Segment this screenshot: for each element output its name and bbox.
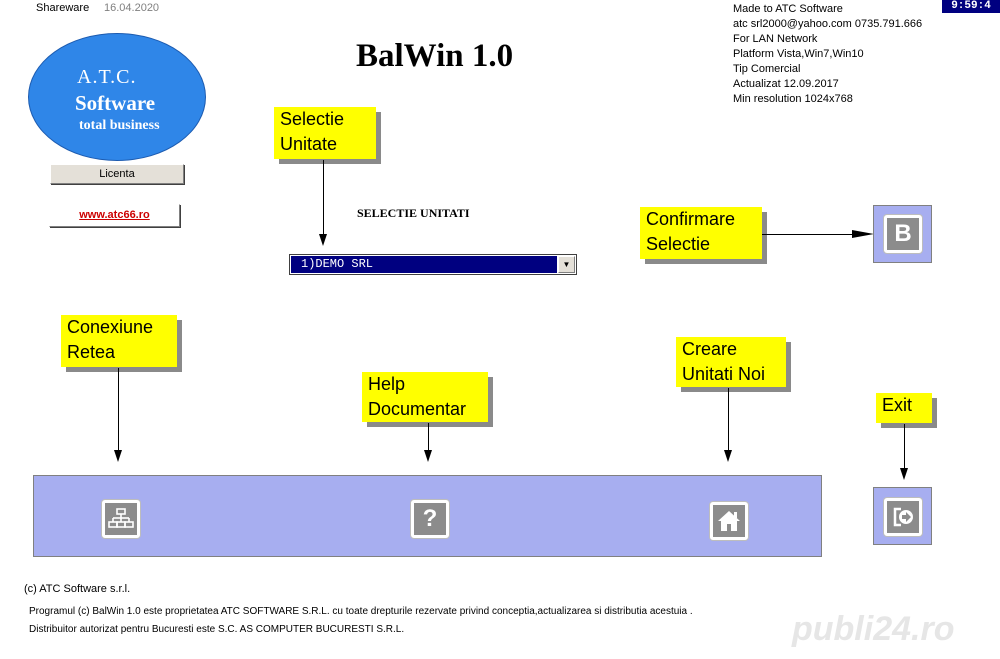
callout-text: Confirmare xyxy=(646,209,736,229)
callout-text: Selectie xyxy=(646,234,711,254)
info-block: Made to ATC Software atc srl2000@yahoo.c… xyxy=(733,2,922,107)
exit-icon xyxy=(893,507,913,527)
callout-conexiune-retea: Conexiune Retea xyxy=(61,315,177,367)
confirm-selection-button[interactable]: B xyxy=(884,215,922,253)
licenta-button[interactable]: Licenta xyxy=(50,164,184,184)
callout-text: Conexiune xyxy=(67,317,154,337)
info-line: Tip Comercial xyxy=(733,63,801,75)
arrow-line xyxy=(118,368,119,452)
info-line: atc srl2000@yahoo.com 0735.791.666 xyxy=(733,18,923,30)
new-unit-button[interactable] xyxy=(710,502,748,540)
callout-text: Selectie xyxy=(280,109,345,129)
logo-line-2: Software xyxy=(75,91,156,115)
callout-exit: Exit xyxy=(876,393,932,423)
callout-text: Unitati Noi xyxy=(682,364,766,384)
arrow-head xyxy=(114,450,122,462)
callout-creare-unitati: Creare Unitati Noi xyxy=(676,337,786,387)
arrow-line xyxy=(323,160,324,236)
copyright: (c) ATC Software s.r.l. xyxy=(24,583,131,595)
info-line: Platform Vista,Win7,Win10 xyxy=(733,48,864,60)
clock: 9:59:4 xyxy=(942,0,1000,13)
callout-text: Exit xyxy=(882,395,913,415)
website-link[interactable]: www.atc66.ro xyxy=(49,204,180,227)
chevron-down-icon[interactable]: ▼ xyxy=(558,256,575,273)
watermark: publi24.ro xyxy=(792,610,955,648)
callout-text: Documentar xyxy=(368,399,467,419)
callout-selectie-unitate: Selectie Unitate xyxy=(274,107,376,159)
info-line: For LAN Network xyxy=(733,33,818,45)
callout-text: Creare xyxy=(682,339,738,359)
arrow-head xyxy=(852,230,874,238)
selected-unit: 1)DEMO SRL xyxy=(291,256,557,273)
arrow-head xyxy=(724,450,732,462)
callout-text: Retea xyxy=(67,342,116,362)
arrow-line xyxy=(762,234,854,235)
arrow-line xyxy=(904,424,905,470)
callout-confirmare-selectie: Confirmare Selectie xyxy=(640,207,762,259)
info-line: Min resolution 1024x768 xyxy=(733,93,853,105)
unit-select-dropdown[interactable]: 1)DEMO SRL ▼ xyxy=(289,254,577,275)
arrow-line xyxy=(428,423,429,452)
shareware-label: Shareware xyxy=(36,2,90,14)
arrow-head xyxy=(319,234,327,246)
network-button[interactable] xyxy=(102,500,140,538)
footer-line-2: Distribuitor autorizat pentru Bucuresti … xyxy=(29,624,405,635)
callout-text: Help xyxy=(368,374,406,394)
arrow-line xyxy=(728,388,729,452)
network-icon xyxy=(108,508,134,528)
arrow-head xyxy=(900,468,908,480)
company-logo: A.T.C. Software total business xyxy=(28,33,206,161)
exit-button[interactable] xyxy=(884,498,922,536)
app-title: BalWin 1.0 xyxy=(356,38,514,74)
info-line: Actualizat 12.09.2017 xyxy=(733,78,839,90)
footer-line-1: Programul (c) BalWin 1.0 este proprietat… xyxy=(29,606,693,617)
logo-line-3: total business xyxy=(79,118,160,133)
logo-line-1: A.T.C. xyxy=(77,66,137,88)
selection-label: SELECTIE UNITATI xyxy=(357,206,470,220)
help-button[interactable]: ? xyxy=(411,500,449,538)
info-line: Made to ATC Software xyxy=(733,3,843,15)
home-icon xyxy=(718,511,740,531)
callout-help-documentar: Help Documentar xyxy=(362,372,488,422)
callout-text: Unitate xyxy=(280,134,338,154)
arrow-head xyxy=(424,450,432,462)
release-date: 16.04.2020 xyxy=(104,2,160,14)
